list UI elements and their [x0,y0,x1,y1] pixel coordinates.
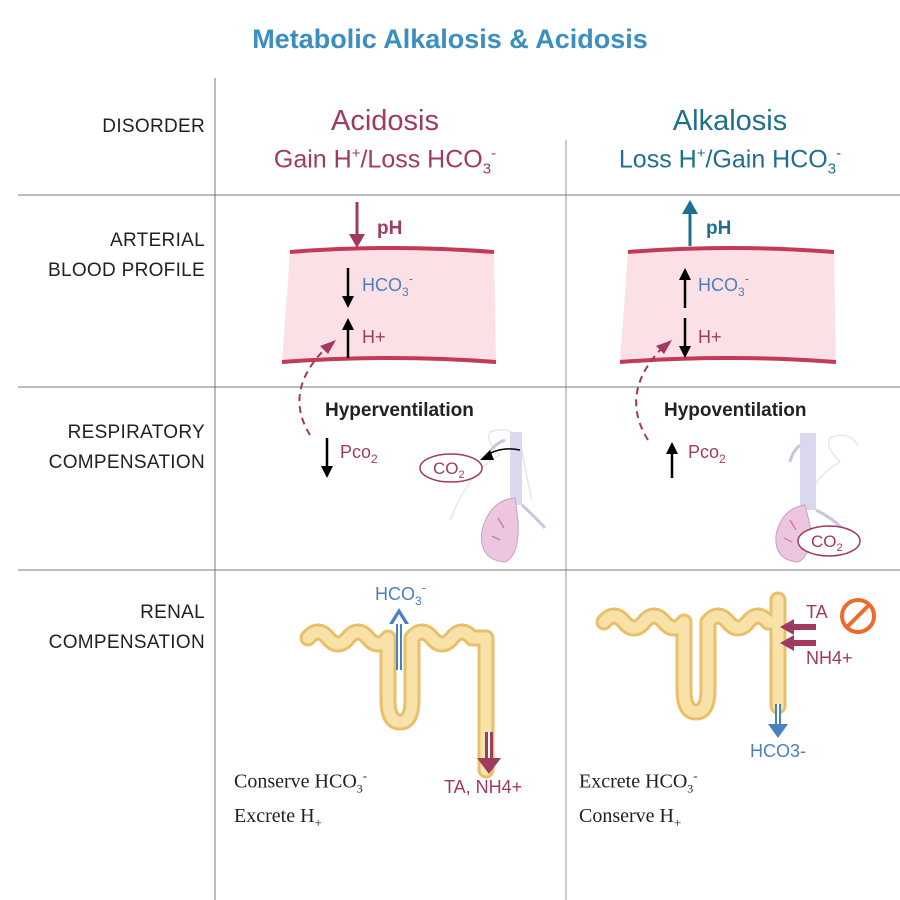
acidosis-h-label: H+ [362,327,386,347]
alkalosis-pco-text: Pco [688,442,719,462]
acidosis-h-up-arrow-icon [342,318,354,358]
acidosis-pco-sub: 2 [371,452,378,466]
acidosis-renal-note: Conserve HCO3- Excrete H+ [234,762,367,836]
acidosis-note-line1: Conserve HCO [234,770,357,793]
page-title: Metabolic Alkalosis & Acidosis [252,24,648,54]
alkalosis-subtitle: Loss H+/Gain HCO3- [560,138,900,185]
alkalosis-hco3-sub: 3 [738,285,745,299]
acidosis-sub-gain: Gain H [273,145,352,174]
acidosis-ventilation-label: Hyperventilation [325,400,474,421]
row-label-respiratory-line2: COMPENSATION [48,452,205,473]
alkalosis-co2-label: CO2 [811,532,843,554]
acidosis-renal-ta-label: TA, NH4+ [444,777,522,797]
acidosis-sub-3: 3 [482,160,492,178]
alkalosis-sub-gain: /Gain HCO [705,145,828,174]
acidosis-co2-bubble [419,453,483,483]
acidosis-renal-hco3-sub: 3 [415,594,422,608]
alkalosis-co-text: CO [811,532,837,551]
row-label-arterial-line1: ARTERIAL [110,230,205,251]
acidosis-co-text: CO [433,459,459,478]
acidosis-hco3-text: HCO [362,275,402,295]
row-label-arterial: ARTERIAL BLOOD PROFILE [48,226,205,286]
acidosis-co-sub: 2 [459,469,465,481]
acidosis-sub-loss: /Loss HCO [360,145,483,174]
alkalosis-note-line1: Excrete HCO [579,770,688,793]
acidosis-hco3-sup: - [409,271,413,286]
acidosis-renal-hco3-text: HCO [375,584,415,604]
alkalosis-pco2-label: Pco2 [688,442,726,466]
alkalosis-h-down-arrow-icon [679,318,691,358]
acidosis-hco3-reabsorb-arrow-icon [389,608,409,670]
alkalosis-note-line1-sup: - [693,768,698,783]
alkalosis-renal-ta-label: TA [806,602,828,622]
alkalosis-pco2-up-arrow-icon [666,442,678,478]
acidosis-subtitle: Gain H+/Loss HCO3- [215,138,555,185]
alkalosis-hco3-sup: - [745,271,749,286]
alkalosis-sub-plus: + [696,145,706,162]
row-label-renal-line2: COMPENSATION [48,632,205,653]
acidosis-note-line2-sub: + [314,814,322,830]
acidosis-hco3-label: HCO3- [362,271,413,299]
row-label-disorder-text: DISORDER [102,116,205,137]
acidosis-renal-hco3-label: HCO3- [375,580,426,608]
acidosis-pco2-down-arrow-icon [321,438,333,478]
alkalosis-h-label: H+ [698,327,722,347]
acidosis-ph-label: pH [377,218,402,239]
acidosis-sub-minus: - [491,145,497,162]
alkalosis-hco3-excrete-arrow-icon [768,704,788,738]
row-label-respiratory: RESPIRATORY COMPENSATION [49,418,205,478]
row-label-disorder: DISORDER [102,112,205,142]
alkalosis-nh4-arrow-icon [780,635,816,651]
alkalosis-blocked-icon [840,598,876,634]
alkalosis-co2-bubble [797,525,861,557]
alkalosis-ph-up-arrow-icon [682,200,698,246]
alkalosis-ph-label: pH [706,218,731,239]
alkalosis-hco3-up-arrow-icon [679,268,691,308]
acidosis-sub-plus: + [351,145,361,162]
alkalosis-renal-hco3-label: HCO3- [750,741,806,761]
alkalosis-renal-note: Excrete HCO3- Conserve H+ [579,762,698,836]
acidosis-header: Acidosis Gain H+/Loss HCO3- [215,104,555,185]
acidosis-hco3-sub: 3 [402,285,409,299]
alkalosis-blood-vessel [619,246,837,364]
acidosis-note-line2: Excrete H [234,804,315,827]
alkalosis-hco3-label: HCO3- [698,271,749,299]
acidosis-title: Acidosis [331,105,439,137]
acidosis-feedback-arrow-icon [298,340,336,436]
alkalosis-feedback-arrow-icon [635,340,672,441]
alkalosis-renal-nh4-label: NH4+ [806,648,853,668]
alkalosis-note-line1-sub: 3 [687,781,694,796]
acidosis-pco2-label: Pco2 [340,442,378,466]
alkalosis-header: Alkalosis Loss H+/Gain HCO3- [560,104,900,185]
alkalosis-ventilation-label: Hypoventilation [664,400,807,421]
alkalosis-sub-minus: - [836,145,842,162]
row-label-renal-line1: RENAL [140,602,205,623]
acidosis-co2-label: CO2 [433,459,465,481]
alkalosis-sub-3: 3 [827,160,837,178]
row-label-arterial-line2: BLOOD PROFILE [48,260,205,281]
acidosis-blood-vessel [281,246,497,364]
acidosis-renal-hco3-sup: - [422,580,426,595]
alkalosis-title: Alkalosis [672,105,788,137]
alkalosis-note-line2: Conserve H [579,804,674,827]
row-label-renal: RENAL COMPENSATION [49,598,205,658]
acidosis-pco-text: Pco [340,442,371,462]
acidosis-tubule-illustration [299,623,495,779]
alkalosis-tubule-illustration [595,591,787,721]
acidosis-ph-down-arrow-icon [349,202,365,248]
alkalosis-pco-sub: 2 [719,452,726,466]
acidosis-note-line1-sup: - [362,768,368,783]
acidosis-excrete-arrow-icon [477,732,501,774]
alkalosis-hco3-text: HCO [698,275,738,295]
alkalosis-co-sub: 2 [837,542,843,554]
acidosis-lungs-illustration [449,429,547,563]
row-label-respiratory-line1: RESPIRATORY [67,422,205,443]
acidosis-note-line1-sub: 3 [356,781,363,796]
acidosis-exhale-arrow-icon [480,448,521,460]
alkalosis-sub-loss: Loss H [618,145,697,174]
alkalosis-ta-arrow-icon [780,619,816,635]
alkalosis-note-line2-sub: + [673,814,682,830]
acidosis-hco3-down-arrow-icon [342,268,354,308]
